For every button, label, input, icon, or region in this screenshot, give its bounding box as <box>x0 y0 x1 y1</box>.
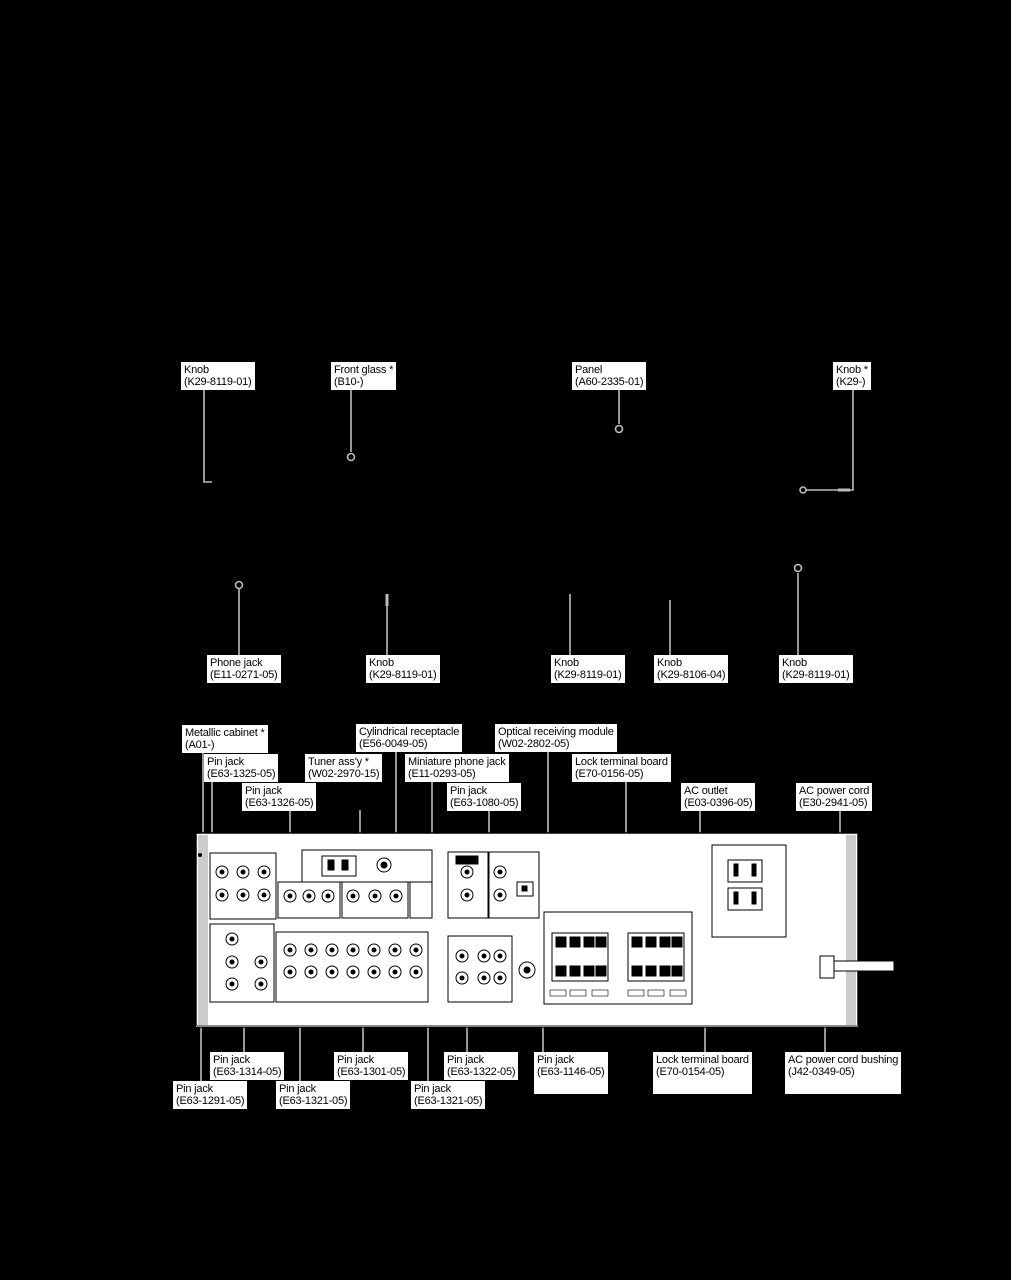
label-pin-jack-1322: Pin jack(E63-1322-05) <box>444 1052 519 1080</box>
leader-knob-top <box>203 390 212 483</box>
label-knob-top: Knob(K29-8119-01) <box>181 362 255 390</box>
label-front-glass: Front glass *(B10-) <box>331 362 397 390</box>
label-pin-jack-1321-b: Pin jack(E63-1321-05) <box>411 1081 486 1109</box>
rear-panel <box>195 832 859 1028</box>
label-pin-jack-1146: Pin jack(E63-1146-05) <box>534 1052 608 1094</box>
knob-ticks <box>385 488 850 606</box>
label-knob-mid-1: Knob(K29-8119-01) <box>366 655 440 683</box>
label-pin-jack-1326: Pin jack(E63-1326-05) <box>242 783 317 811</box>
label-cylindrical-receptacle: Cylindrical receptacle(E56-0049-05) <box>356 724 463 752</box>
label-ac-cord-bushing: AC power cord bushing(J42-0349-05) <box>785 1052 902 1094</box>
label-knob-mid-3: Knob(K29-8106-04) <box>654 655 729 683</box>
label-miniature-phone-jack: Miniature phone jack(E11-0293-05) <box>405 754 509 782</box>
label-panel: Panel(A60-2335-01) <box>572 362 647 390</box>
power-cord <box>833 960 895 972</box>
label-phone-jack: Phone jack(E11-0271-05) <box>207 655 281 683</box>
label-knob-mid-4: Knob(K29-8119-01) <box>779 655 853 683</box>
label-pin-jack-1325: Pin jack(E63-1325-05) <box>204 754 279 782</box>
label-ac-power-cord: AC power cord(E30-2941-05) <box>796 783 873 811</box>
label-lock-terminal-0156: Lock terminal board(E70-0156-05) <box>572 754 671 782</box>
label-pin-jack-1314: Pin jack(E63-1314-05) <box>210 1052 285 1080</box>
leader-end-circles <box>234 424 807 590</box>
label-pin-jack-1291: Pin jack(E63-1291-05) <box>173 1081 248 1109</box>
label-knob-top-right: Knob *(K29-) <box>833 362 871 390</box>
label-pin-jack-1321-a: Pin jack(E63-1321-05) <box>276 1081 351 1109</box>
label-knob-mid-2: Knob(K29-8119-01) <box>551 655 625 683</box>
label-pin-jack-1080: Pin jack(E63-1080-05) <box>447 783 522 811</box>
label-pin-jack-1301: Pin jack(E63-1301-05) <box>334 1052 409 1080</box>
label-tuner-assy: Tuner ass'y *(W02-2970-15) <box>305 754 383 782</box>
label-lock-terminal-0154: Lock terminal board(E70-0154-05) <box>653 1052 752 1094</box>
label-optical-module: Optical receiving module(W02-2802-05) <box>495 724 617 752</box>
label-metallic-cabinet: Metallic cabinet *(A01-) <box>182 725 268 753</box>
label-ac-outlet: AC outlet(E03-0396-05) <box>681 783 756 811</box>
leader-knob-top-right <box>806 390 854 491</box>
